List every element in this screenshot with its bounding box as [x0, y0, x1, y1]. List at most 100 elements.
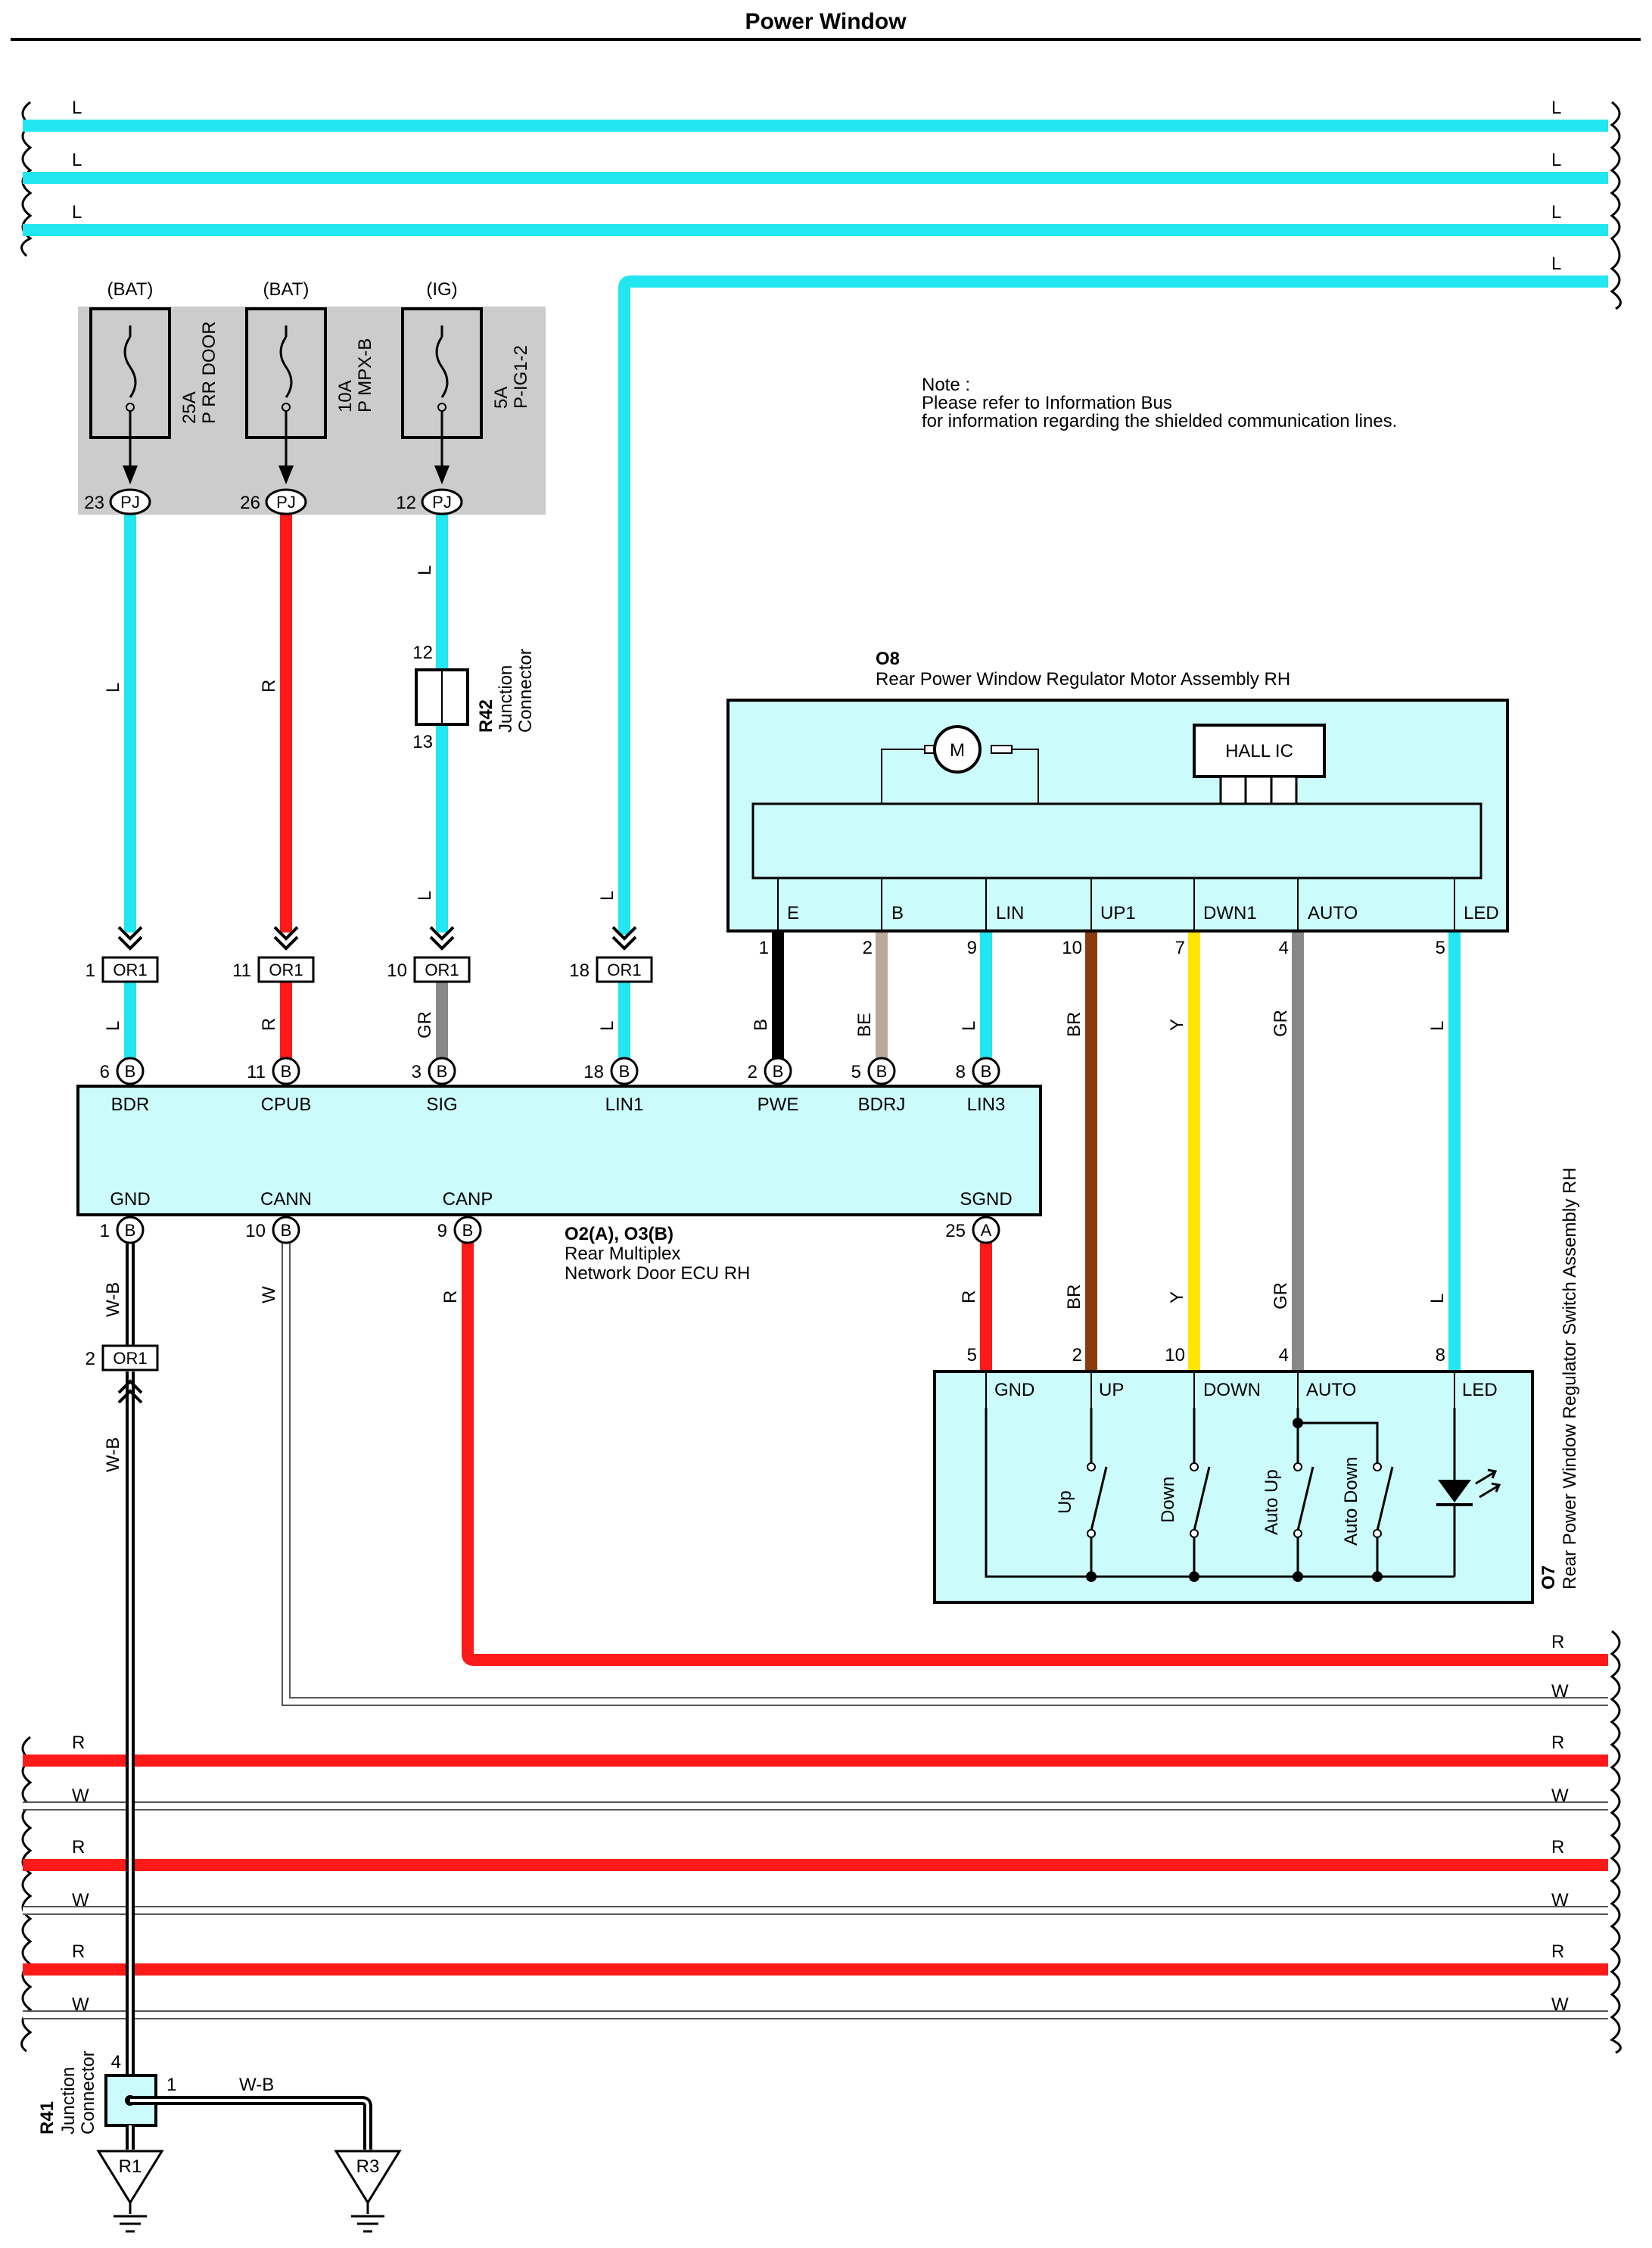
led-icon	[1436, 1468, 1501, 1506]
ecu-terminal-label: SIG	[426, 1094, 457, 1115]
hall-ic-icon	[1193, 724, 1326, 778]
can-label: W	[1551, 1681, 1569, 1702]
ecu-conn: B	[981, 1062, 992, 1081]
right-break-mark	[1610, 101, 1622, 310]
wire-label: R	[259, 680, 279, 693]
o7-pin: 4	[1279, 1345, 1289, 1365]
bus-l-label: L	[1551, 202, 1561, 223]
or1-2-gnd: OR1 2	[86, 1344, 159, 1404]
ground-label: R1	[119, 2156, 142, 2177]
hall-ic-label: HALL IC	[1225, 741, 1293, 761]
bus-l-label: L	[72, 98, 82, 118]
wire-w-cann	[283, 1230, 1608, 1705]
pj-label: PJ	[120, 493, 140, 512]
o8-code: O8	[876, 649, 900, 669]
can-label: W	[1551, 1890, 1569, 1910]
fuse-block: (BAT) 25A P RR DOOR (BAT) 10A P MPX-B (I…	[78, 279, 546, 515]
fuse-name: P MPX-B	[355, 338, 375, 413]
switch-up: Up	[1055, 1462, 1108, 1538]
wire-label: BR	[1064, 1012, 1084, 1037]
wire-label: W-B	[239, 2075, 274, 2095]
ecu-conn: B	[619, 1062, 630, 1081]
top-l-bus: L L L L L L L	[20, 98, 1622, 935]
or1-1: OR1 1	[86, 926, 159, 983]
wire-label: BE	[854, 1013, 875, 1037]
ecu-pin: 5	[851, 1062, 861, 1082]
o8-terminal-label: UP1	[1100, 903, 1136, 923]
note-line: Note :	[922, 375, 970, 395]
fuse-element	[123, 336, 137, 398]
can-label: R	[1551, 1941, 1564, 1962]
switch-auto-down: Auto Down	[1341, 1457, 1394, 1546]
or1-pin: 11	[232, 961, 251, 981]
ground-label: R3	[356, 2156, 380, 2177]
diagram-title: Power Window	[745, 9, 907, 34]
can-label: R	[1551, 1632, 1564, 1652]
o7-terminal-label: UP	[1099, 1380, 1124, 1400]
ecu-conn: B	[437, 1062, 448, 1081]
ecu-conn: B	[281, 1062, 292, 1081]
fuse-p-mpx-b: (BAT) 10A P MPX-B	[245, 279, 375, 484]
ecu-terminal-label: SGND	[960, 1189, 1012, 1210]
or1-label: OR1	[425, 961, 459, 979]
wire-label: Y	[1167, 1291, 1187, 1303]
wire-label: R	[440, 1291, 461, 1303]
note-line: for information regarding the shielded c…	[922, 411, 1397, 431]
pj-label: PJ	[432, 493, 452, 512]
r41-name: Junction	[58, 2067, 79, 2134]
o8-motor-assembly: O8 Rear Power Window Regulator Motor Ass…	[726, 649, 1509, 933]
or1-10: OR1 10	[387, 926, 471, 983]
r42-name: Junction	[496, 665, 516, 733]
ecu-conn: A	[981, 1221, 992, 1240]
o8-pin: 1	[759, 938, 769, 958]
or1-pin: 2	[86, 1349, 95, 1369]
fuse-element	[435, 336, 449, 398]
fuse-amp: 10A	[335, 380, 356, 413]
o8-terminal-label: B	[891, 903, 904, 923]
fuse-amp: 5A	[491, 387, 512, 409]
can-label: W	[72, 1786, 89, 1806]
ecu-terminal-label: BDRJ	[858, 1094, 906, 1115]
ecu-pin: 10	[245, 1221, 266, 1241]
o7-pin: 8	[1436, 1345, 1445, 1365]
r41-pin: 4	[111, 2052, 121, 2072]
ecu-terminal-label: GND	[110, 1189, 150, 1210]
ecu-pin: 2	[748, 1062, 758, 1082]
wire-label: Y	[1167, 1019, 1187, 1031]
fuse-name: P RR DOOR	[199, 321, 219, 424]
o7-body	[933, 1370, 1534, 1604]
wire-label: GR	[1271, 1010, 1291, 1037]
note-line: Please refer to Information Bus	[922, 393, 1172, 413]
ecu-code: O2(A), O3(B)	[565, 1224, 674, 1244]
pj-pin: 12	[396, 493, 416, 513]
o7-name: Rear Power Window Regulator Switch Assem…	[1560, 1167, 1580, 1589]
wire-label: L	[959, 1021, 979, 1031]
ecu-pin: 9	[437, 1221, 447, 1241]
fuse-p-ig1-2: (IG) 5A P-IG1-2	[401, 279, 531, 484]
can-label: W	[1551, 1786, 1569, 1806]
ecu-terminal-label: LIN1	[605, 1094, 644, 1115]
ecu-conn: B	[462, 1221, 474, 1240]
r41-name: Connector	[78, 2050, 98, 2134]
wire-label: GR	[1271, 1282, 1291, 1309]
wire-label: L	[1427, 1021, 1448, 1031]
ground-icon	[96, 2150, 164, 2205]
ecu-conn: B	[281, 1221, 292, 1240]
can-label: W	[1551, 1994, 1569, 2015]
or1-label: OR1	[113, 961, 147, 979]
o7-terminal-label: LED	[1462, 1380, 1498, 1400]
r42-code: R42	[476, 699, 496, 733]
ecu-pin: 1	[100, 1221, 110, 1241]
ecu-terminal-label: CPUB	[261, 1094, 312, 1115]
can-bus: R W R W R W R W R W R W R W	[20, 1630, 1622, 2054]
ecu-bottom-terminals: GND CANN CANP SGND	[110, 1189, 1012, 1210]
bus-l-label: L	[1551, 150, 1561, 170]
r42-pin: 13	[412, 732, 433, 752]
fuse-supply: (BAT)	[263, 279, 310, 300]
right-break-mark	[1610, 1630, 1622, 2054]
wire-label: L	[597, 891, 618, 901]
pj-connectors: PJ 23 PJ 26 PJ 12	[84, 488, 463, 515]
wire-r-canp	[462, 1230, 1608, 1666]
switch-label: Auto Up	[1262, 1469, 1282, 1535]
